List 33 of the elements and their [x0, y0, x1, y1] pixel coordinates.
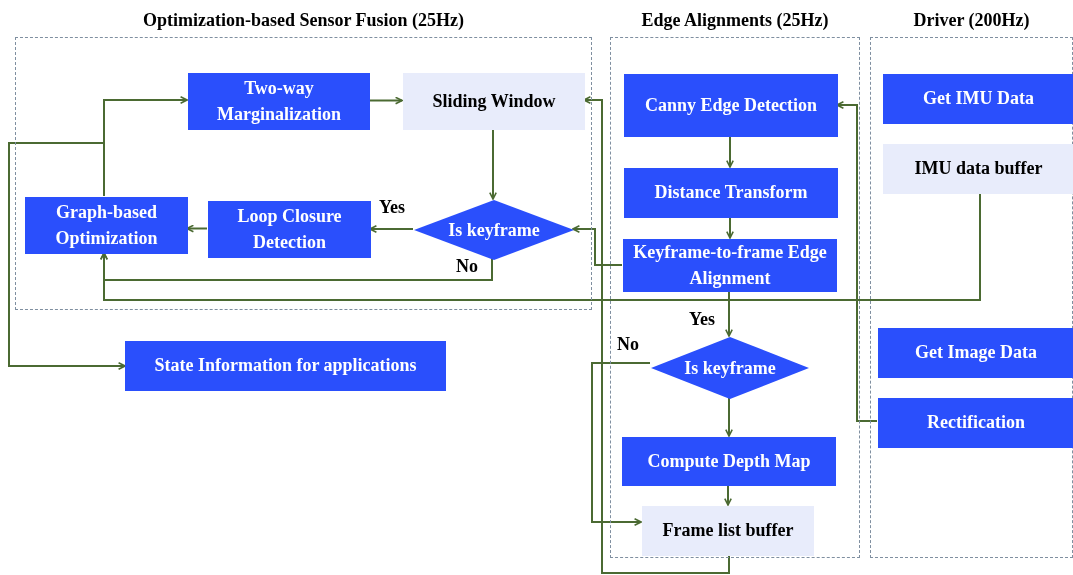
connector-arrow: [725, 290, 733, 337]
connector-arrow: [726, 216, 734, 239]
edge-label: No: [455, 257, 479, 275]
connector-arrow: [725, 397, 733, 437]
decision-text: Is keyframe: [684, 356, 776, 380]
connector-arrow: [726, 135, 734, 168]
process-box: Graph-based Optimization: [25, 197, 188, 254]
edge-label: Yes: [688, 310, 716, 328]
process-box: Keyframe-to-frame Edge Alignment: [623, 239, 837, 292]
connector-arrow: [489, 128, 497, 200]
group-heading: Edge Alignments (25Hz): [641, 9, 829, 32]
decision-text: Is keyframe: [448, 218, 540, 242]
connector-arrow: [572, 225, 623, 266]
group-heading: Optimization-based Sensor Fusion (25Hz): [142, 9, 465, 32]
edge-label: Yes: [378, 198, 406, 216]
process-box: Canny Edge Detection: [624, 74, 838, 137]
group-heading: Driver (200Hz): [913, 9, 1030, 32]
edge-label: No: [616, 335, 640, 353]
process-box: State Information for applications: [125, 341, 446, 391]
process-box: Loop Closure Detection: [208, 201, 371, 258]
process-box: Distance Transform: [624, 168, 838, 218]
buffer-box: Sliding Window: [403, 73, 585, 130]
connector-arrow: [591, 362, 651, 526]
buffer-box: IMU data buffer: [883, 144, 1073, 194]
process-box: Get Image Data: [878, 328, 1073, 378]
process-box: Get IMU Data: [883, 74, 1073, 124]
connector-arrow: [8, 142, 126, 370]
process-box: Rectification: [878, 398, 1073, 448]
process-box: Compute Depth Map: [622, 437, 836, 486]
buffer-box: Frame list buffer: [642, 506, 814, 556]
connector-arrow: [724, 484, 732, 506]
process-box: Two-way Marginalization: [188, 73, 370, 130]
connector-arrow: [100, 192, 981, 301]
